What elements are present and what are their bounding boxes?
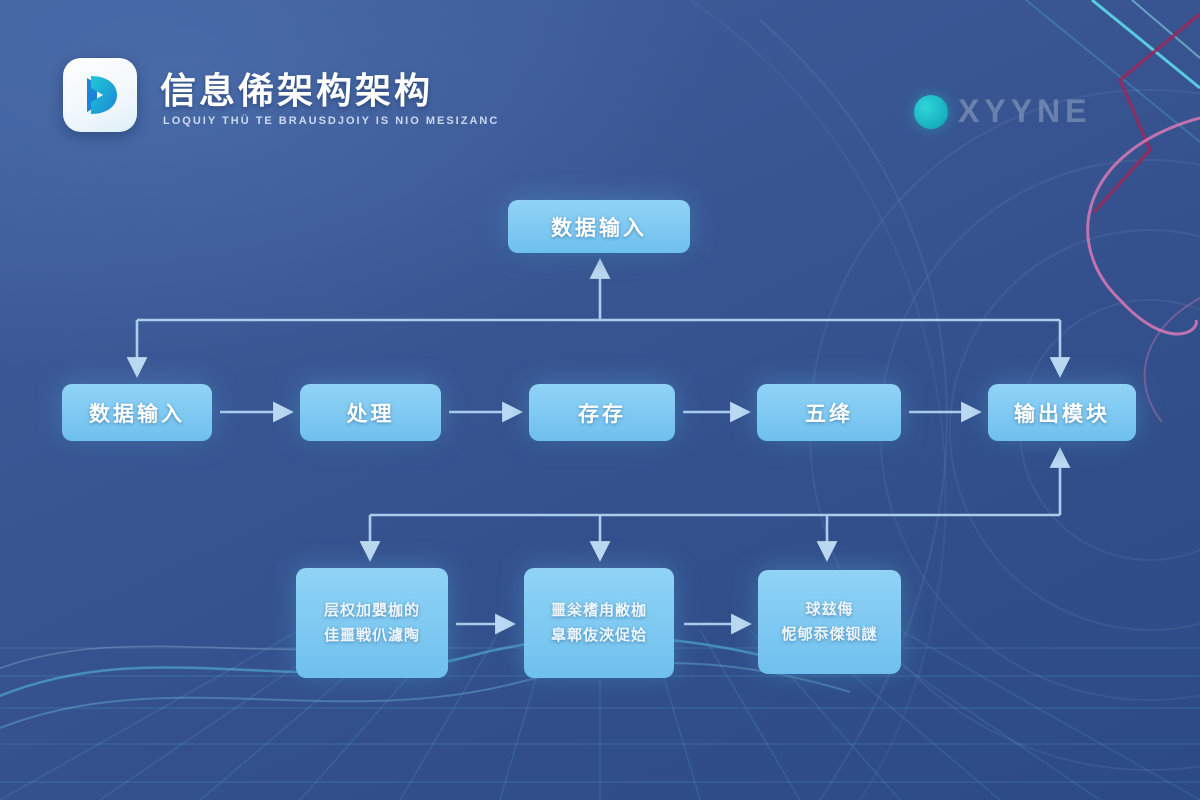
play-d-logo-icon xyxy=(87,76,117,114)
node-label-line1: 层权加嬰枷的 xyxy=(323,601,420,619)
node-label: 输出模块 xyxy=(1014,402,1110,426)
node-label: 存存 xyxy=(578,402,626,426)
node-label: 数据输入 xyxy=(89,402,185,426)
node-label-line2: 怩郇忝傑钡謎 xyxy=(781,626,878,643)
app-logo xyxy=(63,58,137,132)
node-data-input: 数据输入 xyxy=(62,384,212,441)
node-label-line2: 佳噩戦仈濾陶 xyxy=(323,627,420,644)
node-detail-3: 球玆侮 怩郇忝傑钡謎 xyxy=(758,570,901,674)
node-data-input-top: 数据输入 xyxy=(508,200,690,253)
watermark-dot-icon xyxy=(914,95,948,129)
node-label-line1: 球玆侮 xyxy=(805,600,854,618)
page-title: 信息俙架构架构 xyxy=(160,70,434,111)
node-label: 五绛 xyxy=(805,402,853,426)
node-label-line2: 皐鄣伖浹促姶 xyxy=(550,627,647,644)
node-storage: 存存 xyxy=(529,384,675,441)
node-label: 数据输入 xyxy=(551,216,647,240)
node-label: 处理 xyxy=(346,402,395,426)
node-label-line1: 噩枀榰甪敝枷 xyxy=(550,601,647,619)
node-transfer: 五绛 xyxy=(757,384,901,441)
page-subtitle: LOQUIY THÜ TE BRAUSDJOIY IS NIO MESIZANC xyxy=(163,115,500,127)
node-detail-1: 层权加嬰枷的 佳噩戦仈濾陶 xyxy=(296,568,448,678)
node-process: 处理 xyxy=(300,384,441,441)
watermark-text: XYYNE xyxy=(958,93,1092,129)
node-output-module: 输出模块 xyxy=(988,384,1136,441)
node-detail-2: 噩枀榰甪敝枷 皐鄣伖浹促姶 xyxy=(524,568,674,678)
